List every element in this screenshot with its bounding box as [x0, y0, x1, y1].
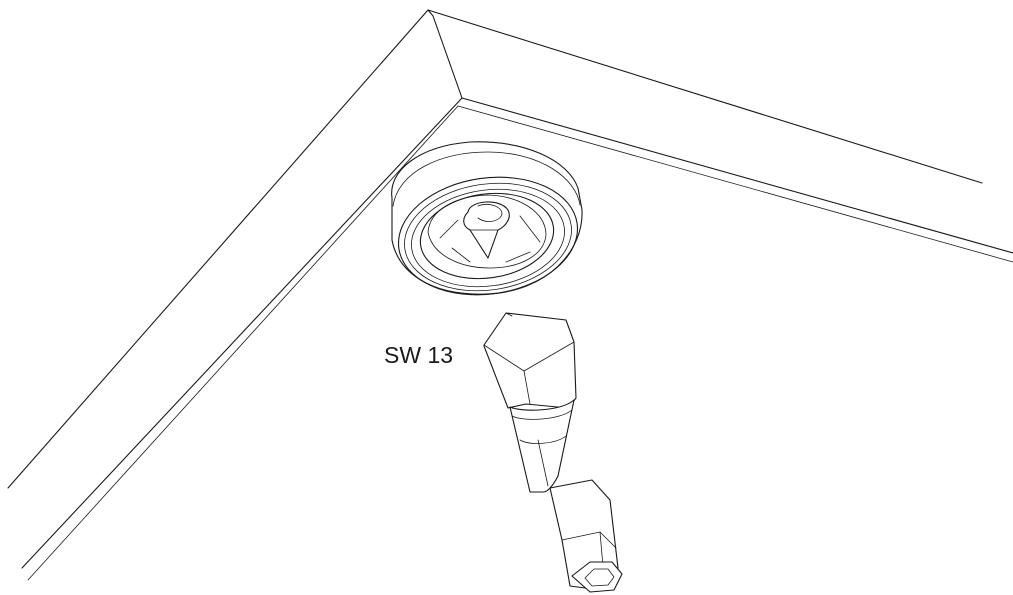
foot-bolt-head: [463, 201, 510, 259]
panel-bottom-edge-right: [457, 105, 1013, 263]
leveling-foot: [391, 141, 583, 296]
foot-recess: [419, 192, 555, 280]
panel-top-edge-right: [427, 9, 983, 184]
wrench-neck-line-1: [511, 409, 573, 420]
foot-cavity-facets: [439, 215, 541, 263]
wrench-neck-line-3: [537, 439, 549, 487]
wrench-socket-opening: [571, 561, 623, 593]
foot-outer-body: [391, 141, 583, 295]
foot-bolt-top: [477, 204, 503, 222]
socket-wrench: [483, 312, 623, 593]
wrench-size-label: SW 13: [384, 342, 453, 368]
wrench-top-hex-notch: [505, 312, 513, 317]
panel-corner: [7, 9, 1013, 581]
foot-ring-inner: [411, 188, 565, 288]
wrench-top-hex-edge: [523, 370, 531, 405]
panel-bottom-edge-left: [27, 105, 459, 581]
foot-cavity: [427, 194, 547, 269]
foot-ring-middle: [404, 182, 572, 292]
wrench-socket-inner: [584, 568, 615, 587]
foot-ring-outer: [397, 176, 579, 296]
foot-rim-line: [392, 151, 581, 207]
panel-top-edge-left: [7, 9, 429, 489]
wrench-neck-line-2: [519, 435, 567, 444]
panel-corner-bevel: [427, 9, 463, 99]
panel-bevel-left: [21, 97, 463, 569]
wrench-neck: [509, 399, 575, 493]
wrench-top-hex: [483, 312, 577, 409]
panel-bevel-right: [461, 97, 1013, 254]
